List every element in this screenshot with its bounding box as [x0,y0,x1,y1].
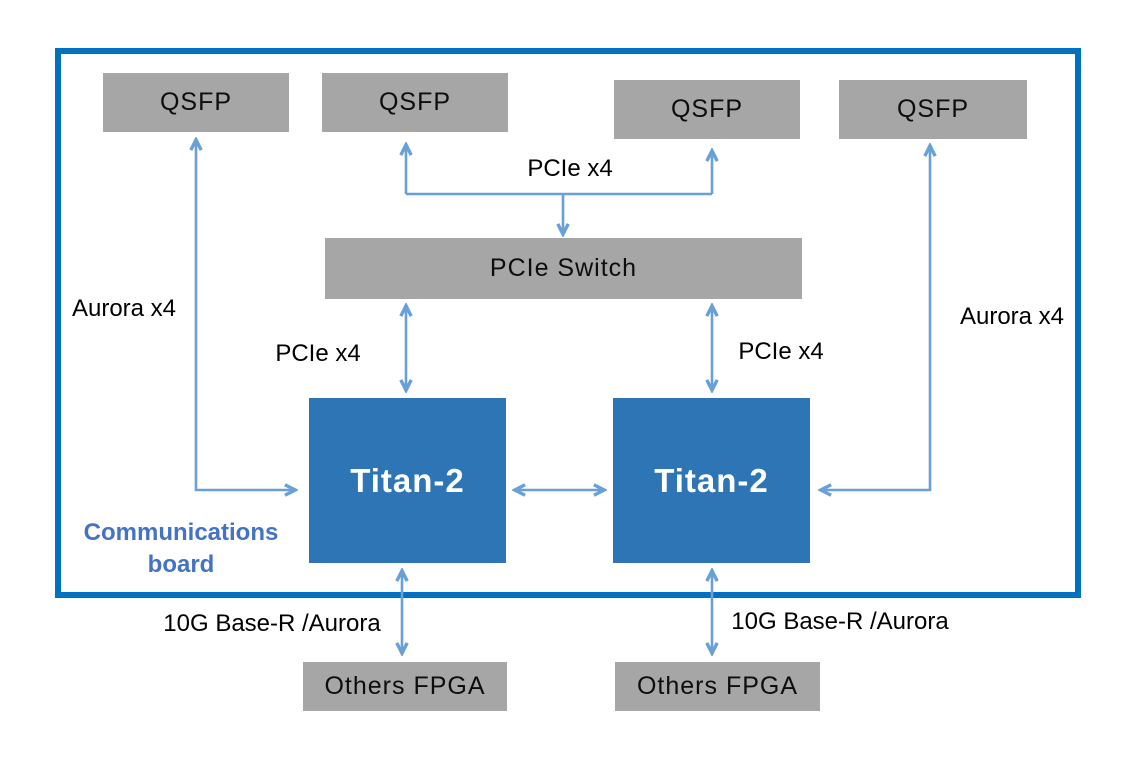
titan2-block-right-label: Titan-2 [654,461,769,499]
board-caption: Communications board [83,519,279,578]
titan2-block-left-label: Titan-2 [350,461,465,499]
pcie-switch-label: PCIe Switch [489,254,638,282]
others-fpga-block-left: Others FPGA [303,662,507,711]
pcie-x4-label-right: PCIe x4 [738,338,824,365]
others-fpga-block-left-label: Others FPGA [324,672,486,700]
pcie-x4-label-left: PCIe x4 [275,340,361,367]
others-fpga-block-right: Others FPGA [615,662,820,711]
qsfp-block-3: QSFP [614,80,800,139]
qsfp-block-2-label: QSFP [378,88,452,116]
pcie-switch-block: PCIe Switch [325,238,802,299]
qsfp-block-4: QSFP [839,80,1027,139]
qsfp-block-1: QSFP [103,73,289,132]
qsfp-block-2: QSFP [322,73,508,132]
aurora-x4-label-right: Aurora x4 [959,303,1065,330]
qsfp-block-4-label: QSFP [896,95,970,123]
aurora-x4-label-left: Aurora x4 [71,295,177,322]
qsfp-block-1-label: QSFP [159,88,233,116]
titan2-block-right: Titan-2 [613,398,810,563]
10g-base-r-label-right: 10G Base-R /Aurora [731,608,949,635]
communications-board-outline [55,48,1081,598]
10g-base-r-label-left: 10G Base-R /Aurora [163,610,381,637]
qsfp-block-3-label: QSFP [670,95,744,123]
titan2-block-left: Titan-2 [309,398,506,563]
pcie-x4-label-top: PCIe x4 [527,155,613,182]
others-fpga-block-right-label: Others FPGA [636,672,799,700]
